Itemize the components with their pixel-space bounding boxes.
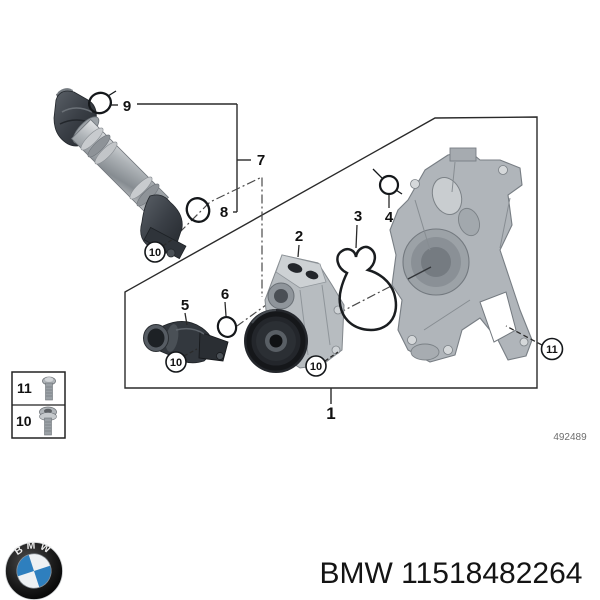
- svg-text:10: 10: [310, 361, 322, 373]
- o-ring-part-4: [372, 168, 403, 196]
- screw-11-icon: [42, 376, 56, 401]
- o-ring-part-6: [216, 316, 238, 338]
- o-ring-part-9: [87, 90, 117, 115]
- drawing-number: 492489: [553, 432, 587, 443]
- callout-8: 8: [220, 204, 228, 221]
- callout-7: 7: [257, 152, 265, 169]
- svg-text:10: 10: [149, 247, 161, 259]
- svg-text:11: 11: [17, 380, 32, 396]
- circled-callout-10-elbow: 10: [165, 351, 187, 373]
- circled-callout-10-pipe: 10: [144, 241, 166, 263]
- o-ring-part-8: [185, 197, 211, 223]
- callout-2: 2: [295, 228, 303, 245]
- callout-3: 3: [354, 208, 362, 225]
- legend-row-screw-11: 11: [17, 376, 56, 401]
- coolant-elbow-part-5: [143, 321, 229, 364]
- leader-lines: [162, 195, 543, 362]
- footer-part-number: BMW 11518482264: [320, 557, 583, 590]
- callout-9: 9: [123, 98, 131, 115]
- callout-1: 1: [326, 404, 335, 423]
- bmw-logo: BMW: [5, 539, 63, 600]
- callout-5: 5: [181, 297, 189, 314]
- pump-pulley: [244, 309, 308, 373]
- circled-callout-10-pump: 10: [305, 355, 327, 377]
- bracket-part-7: [111, 103, 251, 213]
- svg-text:10: 10: [170, 357, 182, 369]
- legend-row-screw-10: 10: [16, 406, 57, 436]
- screw-10-icon: [39, 406, 57, 436]
- coolant-pipe-part: [53, 88, 187, 260]
- callout-4: 4: [385, 209, 394, 226]
- gasket-part-3: [336, 245, 398, 332]
- svg-text:11: 11: [546, 344, 558, 356]
- legend-box: 11 10: [11, 371, 66, 439]
- svg-text:10: 10: [16, 413, 32, 429]
- svg-text:BMW: BMW: [12, 539, 55, 558]
- assembly-box-part-1: [124, 116, 538, 404]
- bmw-logo-letters: BMW: [12, 539, 52, 558]
- water-pump-part-2: [244, 254, 345, 373]
- circled-callout-11-housing: 11: [540, 337, 564, 361]
- callout-6: 6: [221, 286, 229, 303]
- housing-part-11: [389, 147, 533, 363]
